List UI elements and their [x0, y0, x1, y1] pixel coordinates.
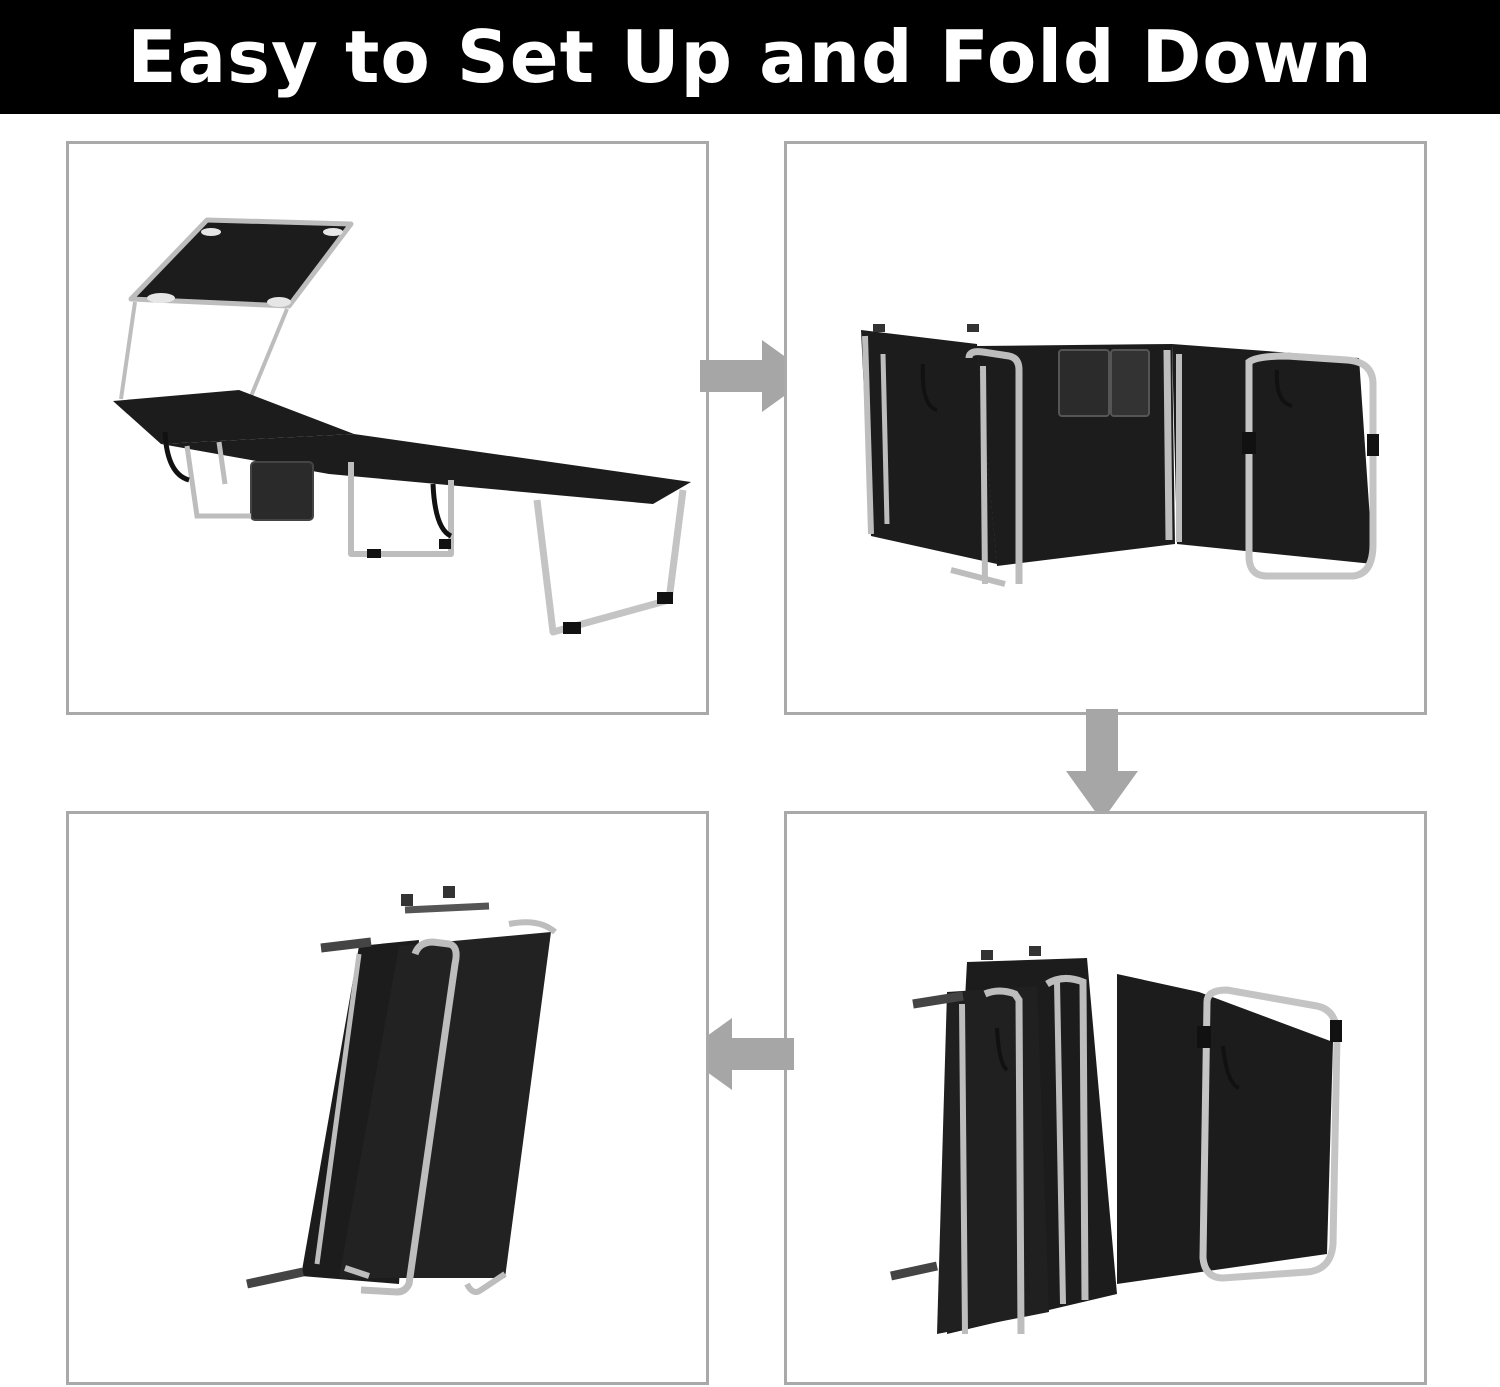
lounger-partly-folded-image — [861, 324, 1379, 587]
banner-title: Easy to Set Up and Fold Down — [127, 15, 1373, 99]
arrow-down-icon — [1066, 709, 1138, 821]
lounger-folded-image — [246, 886, 557, 1296]
step-2-panel — [784, 141, 1427, 715]
lounger-open-image — [113, 217, 691, 636]
step-4-panel — [66, 811, 709, 1385]
arrow-left-icon — [682, 1018, 794, 1090]
step-3-panel — [784, 811, 1427, 1385]
header-banner: Easy to Set Up and Fold Down — [0, 0, 1500, 114]
lounger-mostly-folded-image — [890, 946, 1342, 1335]
step-1-panel — [66, 141, 709, 715]
